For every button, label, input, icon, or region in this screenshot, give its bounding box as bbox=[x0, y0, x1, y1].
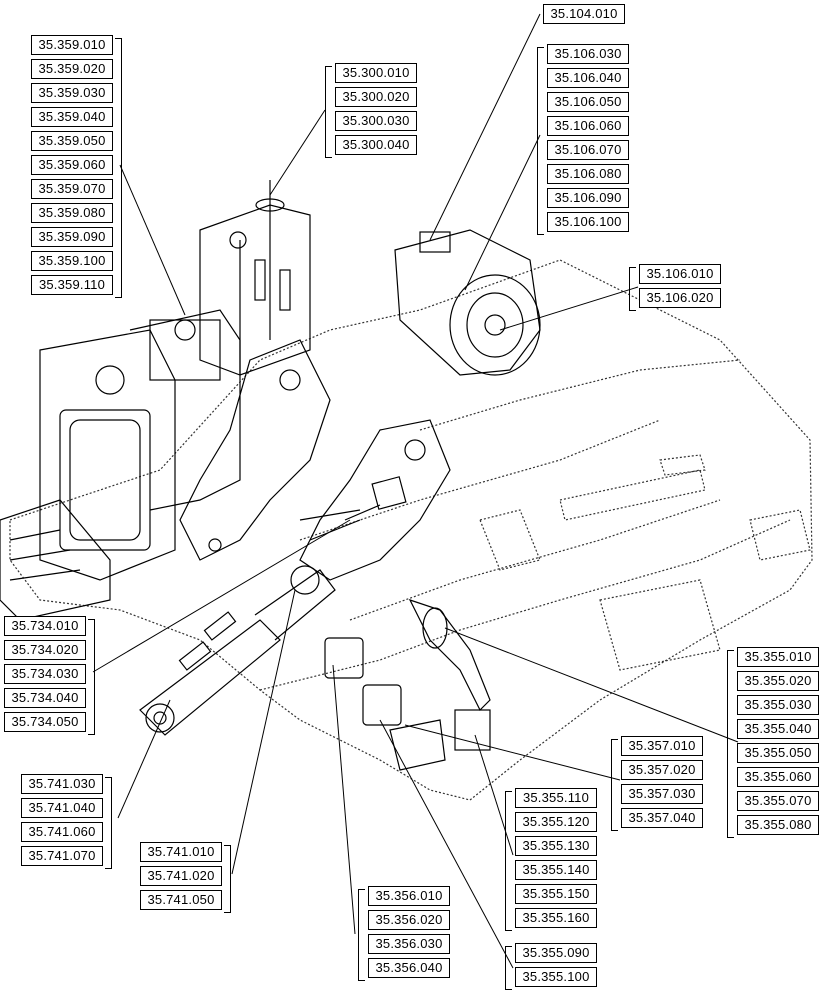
part-reference-35-355-110[interactable]: 35.355.110 bbox=[515, 788, 597, 808]
callout-group-35741b: 35.741.010 35.741.020 35.741.050 bbox=[140, 842, 231, 914]
valve-block-assembly bbox=[0, 309, 241, 621]
part-reference-35-106-020[interactable]: 35.106.020 bbox=[639, 288, 721, 308]
part-reference-35-104-010[interactable]: 35.104.010 bbox=[543, 4, 625, 24]
part-reference-35-356-020[interactable]: 35.356.020 bbox=[368, 910, 450, 930]
part-reference-35-359-050[interactable]: 35.359.050 bbox=[31, 131, 113, 151]
part-reference-35-355-080[interactable]: 35.355.080 bbox=[737, 815, 819, 835]
part-reference-35-300-040[interactable]: 35.300.040 bbox=[335, 135, 417, 155]
part-reference-35-359-080[interactable]: 35.359.080 bbox=[31, 203, 113, 223]
callout-group-35359: 35.359.010 35.359.020 35.359.030 35.359.040… bbox=[31, 35, 122, 299]
part-reference-35-741-040[interactable]: 35.741.040 bbox=[21, 798, 103, 818]
part-reference-35-106-090[interactable]: 35.106.090 bbox=[547, 188, 629, 208]
part-reference-35-359-110[interactable]: 35.359.110 bbox=[31, 275, 113, 295]
part-reference-35-359-020[interactable]: 35.359.020 bbox=[31, 59, 113, 79]
part-reference-35-106-010[interactable]: 35.106.010 bbox=[639, 264, 721, 284]
part-reference-35-355-020[interactable]: 35.355.020 bbox=[737, 671, 819, 691]
swivel-column bbox=[199, 180, 311, 376]
part-reference-35-357-040[interactable]: 35.357.040 bbox=[621, 808, 703, 828]
callout-group-35734: 35.734.010 35.734.020 35.734.030 35.734.040… bbox=[4, 616, 95, 736]
callout-group-35355a: 35.355.010 35.355.020 35.355.030 35.355.040… bbox=[727, 647, 819, 839]
callout-group-35106a: 35.106.030 35.106.040 35.106.050 35.106.060… bbox=[537, 44, 629, 236]
part-reference-35-355-140[interactable]: 35.355.140 bbox=[515, 860, 597, 880]
part-reference-35-106-050[interactable]: 35.106.050 bbox=[547, 92, 629, 112]
part-reference-35-734-010[interactable]: 35.734.010 bbox=[4, 616, 86, 636]
callout-group-35357: 35.357.010 35.357.020 35.357.030 35.357.040 bbox=[611, 736, 703, 832]
part-reference-35-355-120[interactable]: 35.355.120 bbox=[515, 812, 597, 832]
part-reference-35-355-090[interactable]: 35.355.090 bbox=[515, 943, 597, 963]
part-reference-35-741-010[interactable]: 35.741.010 bbox=[140, 842, 222, 862]
part-reference-35-106-030[interactable]: 35.106.030 bbox=[547, 44, 629, 64]
part-reference-35-741-050[interactable]: 35.741.050 bbox=[140, 890, 222, 910]
part-reference-35-734-050[interactable]: 35.734.050 bbox=[4, 712, 86, 732]
part-reference-35-741-070[interactable]: 35.741.070 bbox=[21, 846, 103, 866]
part-reference-35-300-030[interactable]: 35.300.030 bbox=[335, 111, 417, 131]
part-reference-35-106-080[interactable]: 35.106.080 bbox=[547, 164, 629, 184]
part-reference-35-356-010[interactable]: 35.356.010 bbox=[368, 886, 450, 906]
leader-lines bbox=[92, 13, 739, 969]
boom-mount bbox=[179, 339, 451, 581]
part-reference-35-355-150[interactable]: 35.355.150 bbox=[515, 884, 597, 904]
part-reference-35-355-010[interactable]: 35.355.010 bbox=[737, 647, 819, 667]
part-reference-35-741-060[interactable]: 35.741.060 bbox=[21, 822, 103, 842]
arm-valve bbox=[344, 476, 407, 521]
part-reference-35-355-100[interactable]: 35.355.100 bbox=[515, 967, 597, 987]
part-reference-35-734-030[interactable]: 35.734.030 bbox=[4, 664, 86, 684]
part-reference-35-106-100[interactable]: 35.106.100 bbox=[547, 212, 629, 232]
part-reference-35-741-030[interactable]: 35.741.030 bbox=[21, 774, 103, 794]
part-reference-35-741-020[interactable]: 35.741.020 bbox=[140, 866, 222, 886]
part-reference-35-106-060[interactable]: 35.106.060 bbox=[547, 116, 629, 136]
part-reference-35-106-070[interactable]: 35.106.070 bbox=[547, 140, 629, 160]
callout-group-35104: 35.104.010 bbox=[543, 4, 625, 28]
part-reference-35-356-030[interactable]: 35.356.030 bbox=[368, 934, 450, 954]
part-reference-35-359-070[interactable]: 35.359.070 bbox=[31, 179, 113, 199]
pilot-controls bbox=[324, 598, 491, 771]
part-reference-35-359-060[interactable]: 35.359.060 bbox=[31, 155, 113, 175]
boom-cylinder bbox=[139, 509, 361, 736]
part-reference-35-355-030[interactable]: 35.355.030 bbox=[737, 695, 819, 715]
part-reference-35-106-040[interactable]: 35.106.040 bbox=[547, 68, 629, 88]
frame-outline bbox=[9, 259, 813, 801]
part-reference-35-359-010[interactable]: 35.359.010 bbox=[31, 35, 113, 55]
part-reference-35-357-010[interactable]: 35.357.010 bbox=[621, 736, 703, 756]
part-reference-35-355-040[interactable]: 35.355.040 bbox=[737, 719, 819, 739]
part-reference-35-300-020[interactable]: 35.300.020 bbox=[335, 87, 417, 107]
part-reference-35-355-050[interactable]: 35.355.050 bbox=[737, 743, 819, 763]
part-reference-35-355-060[interactable]: 35.355.060 bbox=[737, 767, 819, 787]
callout-group-35106b: 35.106.010 35.106.020 bbox=[629, 264, 721, 312]
callout-group-35355b: 35.355.110 35.355.120 35.355.130 35.355.140… bbox=[505, 788, 597, 932]
callout-group-35355c: 35.355.090 35.355.100 bbox=[505, 943, 597, 991]
part-reference-35-359-040[interactable]: 35.359.040 bbox=[31, 107, 113, 127]
part-reference-35-300-010[interactable]: 35.300.010 bbox=[335, 63, 417, 83]
part-reference-35-355-130[interactable]: 35.355.130 bbox=[515, 836, 597, 856]
hydraulic-pump bbox=[394, 229, 541, 376]
part-reference-35-355-160[interactable]: 35.355.160 bbox=[515, 908, 597, 928]
part-reference-35-734-020[interactable]: 35.734.020 bbox=[4, 640, 86, 660]
part-reference-35-356-040[interactable]: 35.356.040 bbox=[368, 958, 450, 978]
part-reference-35-734-040[interactable]: 35.734.040 bbox=[4, 688, 86, 708]
callout-group-35741a: 35.741.030 35.741.040 35.741.060 35.741.070 bbox=[21, 774, 112, 870]
part-reference-35-359-030[interactable]: 35.359.030 bbox=[31, 83, 113, 103]
part-reference-35-355-070[interactable]: 35.355.070 bbox=[737, 791, 819, 811]
part-reference-35-359-090[interactable]: 35.359.090 bbox=[31, 227, 113, 247]
part-reference-35-357-020[interactable]: 35.357.020 bbox=[621, 760, 703, 780]
callout-group-35300: 35.300.010 35.300.020 35.300.030 35.300.040 bbox=[325, 63, 417, 159]
callout-group-35356: 35.356.010 35.356.020 35.356.030 35.356.040 bbox=[358, 886, 450, 982]
part-reference-35-357-030[interactable]: 35.357.030 bbox=[621, 784, 703, 804]
part-reference-35-359-100[interactable]: 35.359.100 bbox=[31, 251, 113, 271]
